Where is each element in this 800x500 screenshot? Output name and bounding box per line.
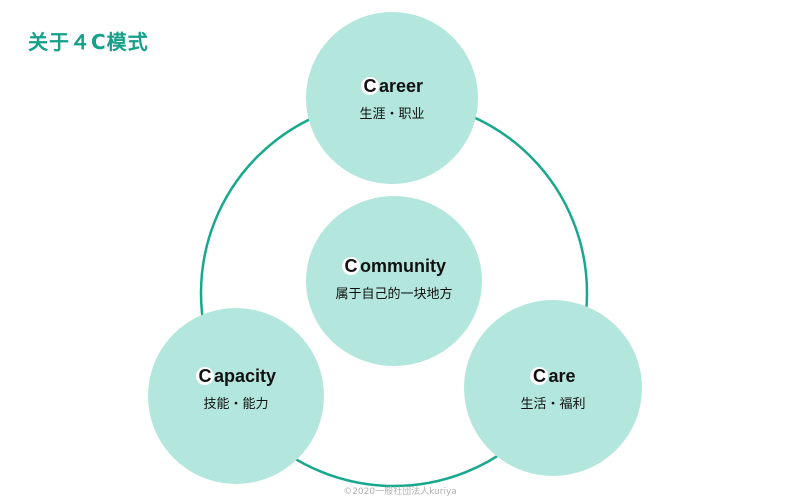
career-subtitle: 生涯・职业	[359, 107, 425, 122]
page-title: 关于４C模式	[28, 30, 149, 54]
community-subtitle: 属于自己的一块地方	[335, 287, 453, 302]
capacity-subtitle: 技能・能力	[203, 397, 269, 412]
copyright-text: ©2020一般社団法人kuriya	[343, 487, 457, 497]
care-subtitle: 生活・福利	[520, 397, 586, 412]
